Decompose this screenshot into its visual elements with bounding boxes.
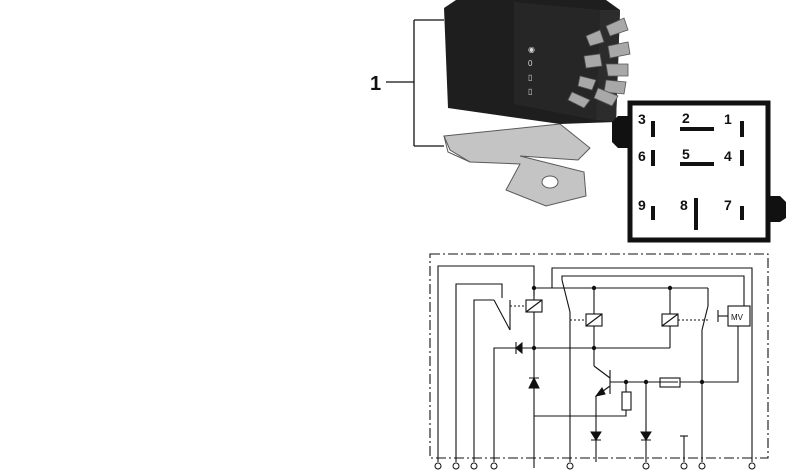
bracket-hole (541, 175, 559, 189)
diode-4 (640, 431, 652, 441)
callout-bracket (386, 19, 444, 147)
pin-label: 1 (724, 111, 732, 127)
junction-dots (531, 285, 705, 385)
mounting-bracket (443, 123, 591, 207)
pin-bars (651, 121, 744, 230)
part-number-label: 1 (370, 73, 381, 95)
svg-text:▯: ▯ (528, 73, 532, 82)
diode-2 (528, 376, 540, 389)
svg-text:▯: ▯ (528, 87, 532, 96)
pin-label: 6 (638, 148, 646, 164)
resistor-2 (621, 391, 632, 411)
connector-tab-left (612, 116, 630, 148)
pin-label: 9 (638, 197, 646, 213)
pin-label: 5 (682, 146, 690, 162)
pin-label: 7 (724, 197, 732, 213)
pin-label: 2 (682, 110, 690, 126)
pin-label: 8 (680, 197, 688, 213)
schematic-boundary (429, 253, 769, 459)
diode-3 (590, 431, 602, 441)
pin-label: 3 (638, 111, 646, 127)
diode-1 (515, 341, 523, 355)
connector-tab-right (768, 196, 786, 222)
pin-label: 4 (724, 148, 732, 164)
terminals (434, 462, 756, 470)
transistor-arrow (594, 387, 606, 397)
housing-marking: ◉ (528, 45, 535, 54)
svg-text:0: 0 (528, 59, 533, 68)
terminal-blades (567, 17, 631, 109)
mv-label: MV (731, 313, 744, 322)
